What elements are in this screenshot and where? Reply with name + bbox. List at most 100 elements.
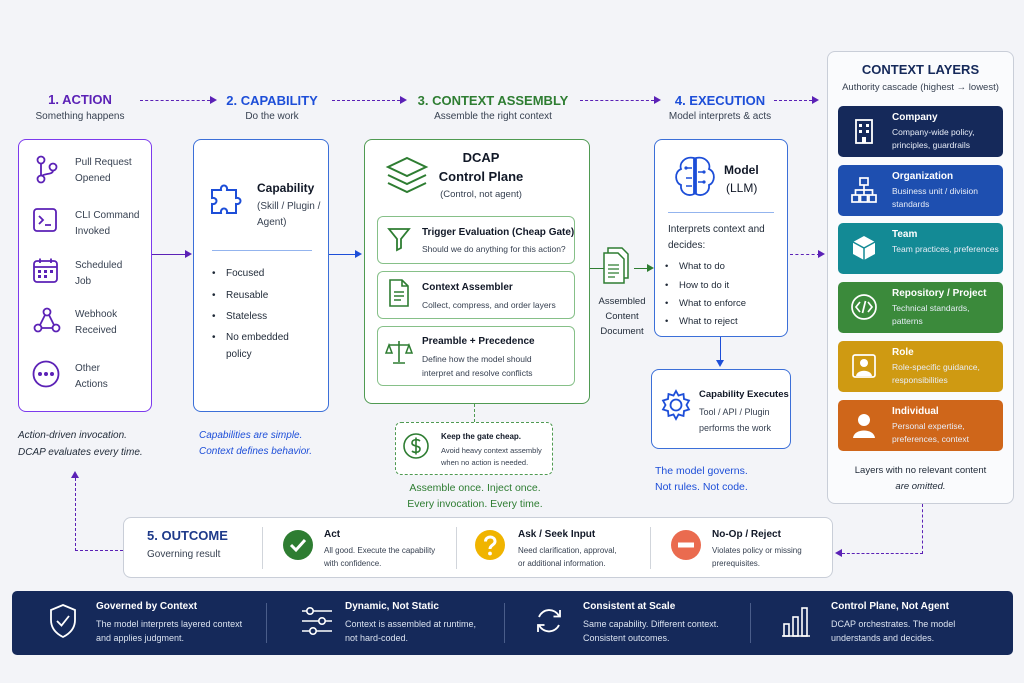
footer-item-title: Consistent at Scale	[583, 601, 676, 612]
capability-note-line: Context defines behavior.	[199, 446, 313, 457]
context-assembler-card[interactable]	[377, 271, 575, 319]
model-bullet: What to reject	[665, 316, 738, 327]
executes-title: Capability Executes	[699, 389, 789, 400]
assembled-document-line: Content	[605, 311, 639, 322]
puzzle-icon	[211, 184, 242, 214]
outcome-item-title: Act	[324, 529, 341, 540]
stage-context-title: 3. CONTEXT ASSEMBLY	[417, 93, 569, 108]
model-intro: Interprets context and	[668, 224, 765, 235]
brain-icon	[675, 156, 715, 196]
trigger-label: Actions	[75, 379, 108, 390]
dcap-note: Assemble once. Inject once.	[409, 482, 541, 494]
capability-title: Capability	[257, 181, 315, 195]
layer-desc: Team practices, preferences	[892, 244, 999, 254]
assembled-document-line: Assembled	[598, 296, 646, 307]
footer-item-desc: Context is assembled at runtime,	[345, 619, 477, 629]
layer-company[interactable]: Company Company-wide policy, principles,…	[838, 106, 1003, 157]
outcome-act[interactable]: Act All good. Execute the capability wit…	[282, 525, 457, 571]
capability-note: Capabilities are simple. Context defines…	[199, 428, 339, 460]
outcome-divider	[456, 527, 457, 569]
layer-name: Repository / Project	[892, 288, 987, 299]
layers-icon	[385, 156, 429, 194]
outcome-ask[interactable]: Ask / Seek Input Need clarification, app…	[474, 525, 649, 571]
outcome-item-desc: Need clarification, approval,	[518, 546, 617, 555]
gate-desc: Avoid heavy context assembly	[441, 446, 542, 455]
layer-desc: Technical standards, patterns	[892, 303, 970, 326]
flow-arrowhead	[185, 250, 192, 258]
dcap-title: DCAP	[462, 150, 500, 165]
flow-arrow-solid	[152, 254, 186, 255]
trigger-evaluation-card[interactable]	[377, 216, 575, 264]
assembled-document-label: Assembled Content Document	[592, 294, 652, 339]
capability-bullet-continued: policy	[226, 349, 252, 360]
layer-name: Individual	[892, 406, 939, 417]
outcome-divider	[650, 527, 651, 569]
action-note: Action-driven invocation. DCAP evaluates…	[18, 427, 158, 461]
stage-capability-subtitle: Do the work	[245, 111, 299, 122]
flow-arrow-execution-layers	[774, 100, 812, 101]
preamble-card[interactable]	[377, 326, 575, 386]
layer-repository[interactable]: Repository / Project Technical standards…	[838, 282, 1003, 333]
preamble-title: Preamble + Precedence	[422, 336, 535, 347]
flow-arrowhead	[647, 264, 654, 272]
preamble-desc: interpret and resolve conflicts	[422, 368, 533, 378]
stage-capability-title: 2. CAPABILITY	[226, 93, 318, 108]
trigger-webhook[interactable]: Webhook Received	[30, 303, 150, 341]
layers-note: are omitted.	[895, 481, 946, 492]
trigger-evaluation-title: Trigger Evaluation (Cheap Gate)	[422, 227, 575, 238]
capability-bullet: No embedded	[212, 332, 289, 343]
flow-arrow-solid	[720, 337, 721, 361]
stage-execution-subtitle: Model interprets & acts	[668, 111, 772, 122]
more-icon	[32, 360, 60, 388]
capability-note-line: Capabilities are simple.	[199, 430, 303, 441]
outcome-divider	[262, 527, 263, 569]
footer-item-desc: and applies judgment.	[96, 633, 185, 643]
trigger-label: Job	[75, 276, 92, 287]
outcome-item-desc: Violates policy or missing	[712, 546, 802, 555]
minus-icon	[671, 530, 701, 560]
outcome-item-title: Ask / Seek Input	[518, 529, 596, 540]
flow-arrowhead	[210, 96, 217, 104]
dcap-note: Every invocation. Every time.	[407, 498, 543, 510]
layer-organization[interactable]: Organization Business unit / division st…	[838, 165, 1003, 216]
trigger-label: Invoked	[75, 226, 111, 237]
gear-icon	[661, 389, 691, 421]
model-bullet: How to do it	[665, 280, 729, 291]
footer-item-desc: understands and decides.	[831, 633, 935, 643]
flow-arrow-solid	[590, 268, 604, 269]
executes-desc: performs the work	[699, 423, 772, 433]
role-icon	[852, 354, 876, 378]
flow-arrow-solid	[634, 268, 648, 269]
flow-arrowhead	[71, 471, 79, 478]
trigger-cli-command[interactable]: CLI Command Invoked	[30, 204, 150, 242]
trigger-label: Webhook	[75, 309, 118, 320]
flow-arrow-solid	[329, 254, 356, 255]
layer-team[interactable]: Team Team practices, preferences	[838, 223, 1003, 274]
model-intro: decides:	[668, 240, 706, 251]
terminal-icon	[33, 208, 57, 232]
trigger-pull-request[interactable]: Pull Request Opened	[30, 152, 150, 190]
layer-individual[interactable]: Individual Personal expertise, preferenc…	[838, 400, 1003, 451]
person-icon	[853, 414, 875, 438]
trigger-label: Received	[75, 325, 117, 336]
git-branch-icon	[36, 155, 58, 184]
context-assembler-title: Context Assembler	[422, 282, 513, 293]
context-layers-subtitle: Authority cascade (highest → lowest)	[842, 82, 999, 93]
bar-chart-icon	[782, 607, 810, 637]
gate-title: Keep the gate cheap.	[441, 432, 522, 441]
gate-callout	[395, 422, 553, 475]
stage-context-subtitle: Assemble the right context	[434, 111, 552, 122]
action-note-line: DCAP evaluates every time.	[18, 447, 143, 458]
trigger-label: CLI Command	[75, 210, 140, 221]
outcome-title: 5. OUTCOME	[147, 528, 228, 543]
trigger-other-actions[interactable]: Other Actions	[30, 357, 150, 395]
footer-item-desc: The model interprets layered context	[96, 619, 243, 629]
outcome-reject[interactable]: No-Op / Reject Violates policy or missin…	[670, 525, 830, 571]
context-assembler-desc: Collect, compress, and order layers	[422, 300, 556, 310]
capability-executes-panel	[651, 369, 791, 449]
flow-arrow-context-execution	[580, 100, 654, 101]
trigger-scheduled-job[interactable]: Scheduled Job	[30, 254, 150, 292]
capability-bullet: Focused	[212, 268, 264, 279]
layer-role[interactable]: Role Role-specific guidance, responsibil…	[838, 341, 1003, 392]
flow-arrow-capability-context	[332, 100, 400, 101]
